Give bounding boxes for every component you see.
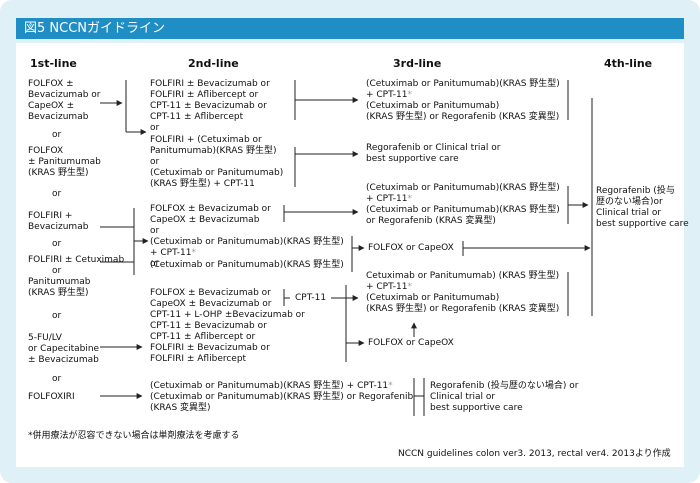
cpt11-label: + CPT-11 xyxy=(150,248,192,258)
or-connector: or xyxy=(52,266,62,276)
or-connector: or xyxy=(52,374,62,384)
or-connector: or xyxy=(150,259,160,269)
third-line-text: Regorafenib (投与歴のない場合) or xyxy=(430,381,579,391)
header-2nd-line: 2nd-line xyxy=(188,57,239,70)
header-1st-line: 1st-line xyxy=(30,57,77,70)
second-line-text: FOLFIRI ± Aflibercept xyxy=(150,354,247,364)
fourth-line-text: best supportive care xyxy=(596,219,689,229)
third-line-text: or Regorafenib (KRAS 変異型) xyxy=(366,216,496,226)
figure-title: 図5 NCCNガイドライン xyxy=(16,18,684,39)
third-line-text: + CPT-11* xyxy=(366,90,412,101)
cpt11-label: + CPT-11 xyxy=(366,282,408,292)
first-line-text: FOLFIRI + xyxy=(28,211,73,221)
or-connector: or xyxy=(150,157,160,167)
second-line-text: CPT-11 ± Bevacizumab or xyxy=(150,321,267,331)
asterisk-mark: * xyxy=(407,194,412,204)
first-line-text: FOLFOX ± xyxy=(28,79,74,89)
third-line-text: (Cetuximab or Panitumumab)(KRAS 野生型) xyxy=(366,183,560,193)
fourth-line-text: Regorafenib (投与 xyxy=(596,186,675,196)
third-line-text: (KRAS 野生型) or Regorafenib (KRAS 変異型) xyxy=(366,112,560,122)
first-line-text: (KRAS 野生型) xyxy=(28,168,89,178)
third-line-text: Regorafenib or Clinical trial or xyxy=(366,143,501,153)
second-line-text: FOLFOX ± Bevacizumab or xyxy=(150,288,271,298)
second-line-text: (KRAS 変異型) xyxy=(150,403,211,413)
second-line-text: Panitumumab)(KRAS 野生型) xyxy=(150,146,277,156)
cpt11-label: + CPT-11 xyxy=(366,90,408,100)
or-connector: or xyxy=(150,123,160,133)
or-connector: or xyxy=(150,226,160,236)
or-connector: or xyxy=(52,239,62,249)
first-line-text: CapeOX ± xyxy=(28,101,75,111)
or-connector: or xyxy=(52,311,62,321)
second-line-text: CPT-11 ± Aflibercept xyxy=(150,112,244,122)
second-line-text: (Cetuximab or Panitumumab)(KRAS 野生型) xyxy=(150,260,344,270)
third-line-text: best supportive care xyxy=(366,154,459,164)
third-line-text: Cetuximab or Panitumumab) (KRAS 野生型) xyxy=(366,271,560,281)
first-line-text: FOLFOXIRI xyxy=(28,392,75,402)
third-line-text: (Cetuximab or Panitumumab)(KRAS 野生型) xyxy=(366,79,560,89)
asterisk-mark: * xyxy=(191,248,196,258)
second-line-text: FOLFIRI ± Aflibercept or xyxy=(150,90,259,100)
second-line-text: (Cetuximab or Panitumumab)(KRAS 野生型) or … xyxy=(150,392,414,402)
third-line-text: + CPT-11* xyxy=(366,282,412,293)
first-line-text: or Capecitabine xyxy=(28,344,100,354)
asterisk-mark: * xyxy=(407,282,412,292)
third-line-text: (Cetuximab or Panitumumab)(KRAS 野生型) xyxy=(366,205,560,215)
third-line-text: Clinical trial or xyxy=(430,392,496,402)
cpt11-label: + CPT-11 xyxy=(366,194,408,204)
first-line-text: Bevacizumab or xyxy=(28,90,101,100)
first-line-text: (KRAS 野生型) xyxy=(28,288,89,298)
second-line-text: CapeOX ± Bevacizumab xyxy=(150,215,260,225)
asterisk-mark: * xyxy=(388,381,393,391)
second-line-text: CPT-11 + L-OHP ±Bevacizumab or xyxy=(150,310,305,320)
first-line-text: FOLFIRI ± Cetuximab xyxy=(28,255,125,265)
second-line-text: FOLFOX ± Bevacizumab or xyxy=(150,204,271,214)
third-line-text: + CPT-11* xyxy=(366,194,412,205)
first-line-text: Panitumumab xyxy=(28,277,91,287)
second-line-text: (Cetuximab or Panitumumab)(KRAS 野生型) xyxy=(150,237,344,247)
first-line-text: ± Bevacizumab xyxy=(28,355,99,365)
header-4th-line: 4th-line xyxy=(604,57,653,70)
asterisk-mark: * xyxy=(407,90,412,100)
first-line-text: FOLFOX xyxy=(28,146,64,156)
second-line-text: (KRAS 野生型) + CPT-11 xyxy=(150,179,255,189)
first-line-text: 5-FU/LV xyxy=(28,333,62,343)
first-line-text: Bevacizumab xyxy=(28,222,89,232)
second-line-text: (Cetuximab or Panitumumab)(KRAS 野生型) + C… xyxy=(150,381,393,392)
footnote: *併用療法が忍容できない場合は単剤療法を考慮する xyxy=(28,431,240,441)
third-line-text: (Cetuximab or Panitumumab) xyxy=(366,293,500,303)
second-line-text: CapeOX ± Bevacizumab or xyxy=(150,299,272,309)
second-line-text: + CPT-11* xyxy=(150,248,196,259)
fourth-line-text: 歴のない場合)or xyxy=(596,197,663,207)
third-line-text: (KRAS 野生型) or Regorafenib (KRAS 変異型) xyxy=(366,304,560,314)
first-line-text: Bevacizumab xyxy=(28,112,89,122)
cpt11-box-label: CPT-11 xyxy=(295,293,327,303)
second-line-text: (Cetuximab or Panitumumab) xyxy=(150,168,284,178)
second-line-text: CPT-11 ± Bevacizumab or xyxy=(150,101,267,111)
second-line-text: CPT-11 ± Aflibercept or xyxy=(150,332,256,342)
fourth-line-text: Clinical trial or xyxy=(596,208,662,218)
third-line-text: FOLFOX or CapeOX xyxy=(368,338,454,348)
second-line-text: FOLFIRI + (Cetuximab or xyxy=(150,135,262,145)
third-line-text: FOLFOX or CapeOX xyxy=(368,243,454,253)
source-citation: NCCN guidelines colon ver3. 2013, rectal… xyxy=(398,449,671,459)
first-line-text: ± Panitumumab xyxy=(28,157,101,167)
combo-label: (Cetuximab or Panitumumab)(KRAS 野生型) + C… xyxy=(150,381,389,391)
or-connector: or xyxy=(52,189,62,199)
third-line-text: (Cetuximab or Panitumumab) xyxy=(366,101,500,111)
second-line-text: FOLFIRI ± Bevacizumab or xyxy=(150,79,270,89)
third-line-text: best supportive care xyxy=(430,403,523,413)
second-line-text: FOLFIRI ± Bevacizumab or xyxy=(150,343,270,353)
header-3rd-line: 3rd-line xyxy=(393,57,442,70)
or-connector: or xyxy=(52,130,62,140)
